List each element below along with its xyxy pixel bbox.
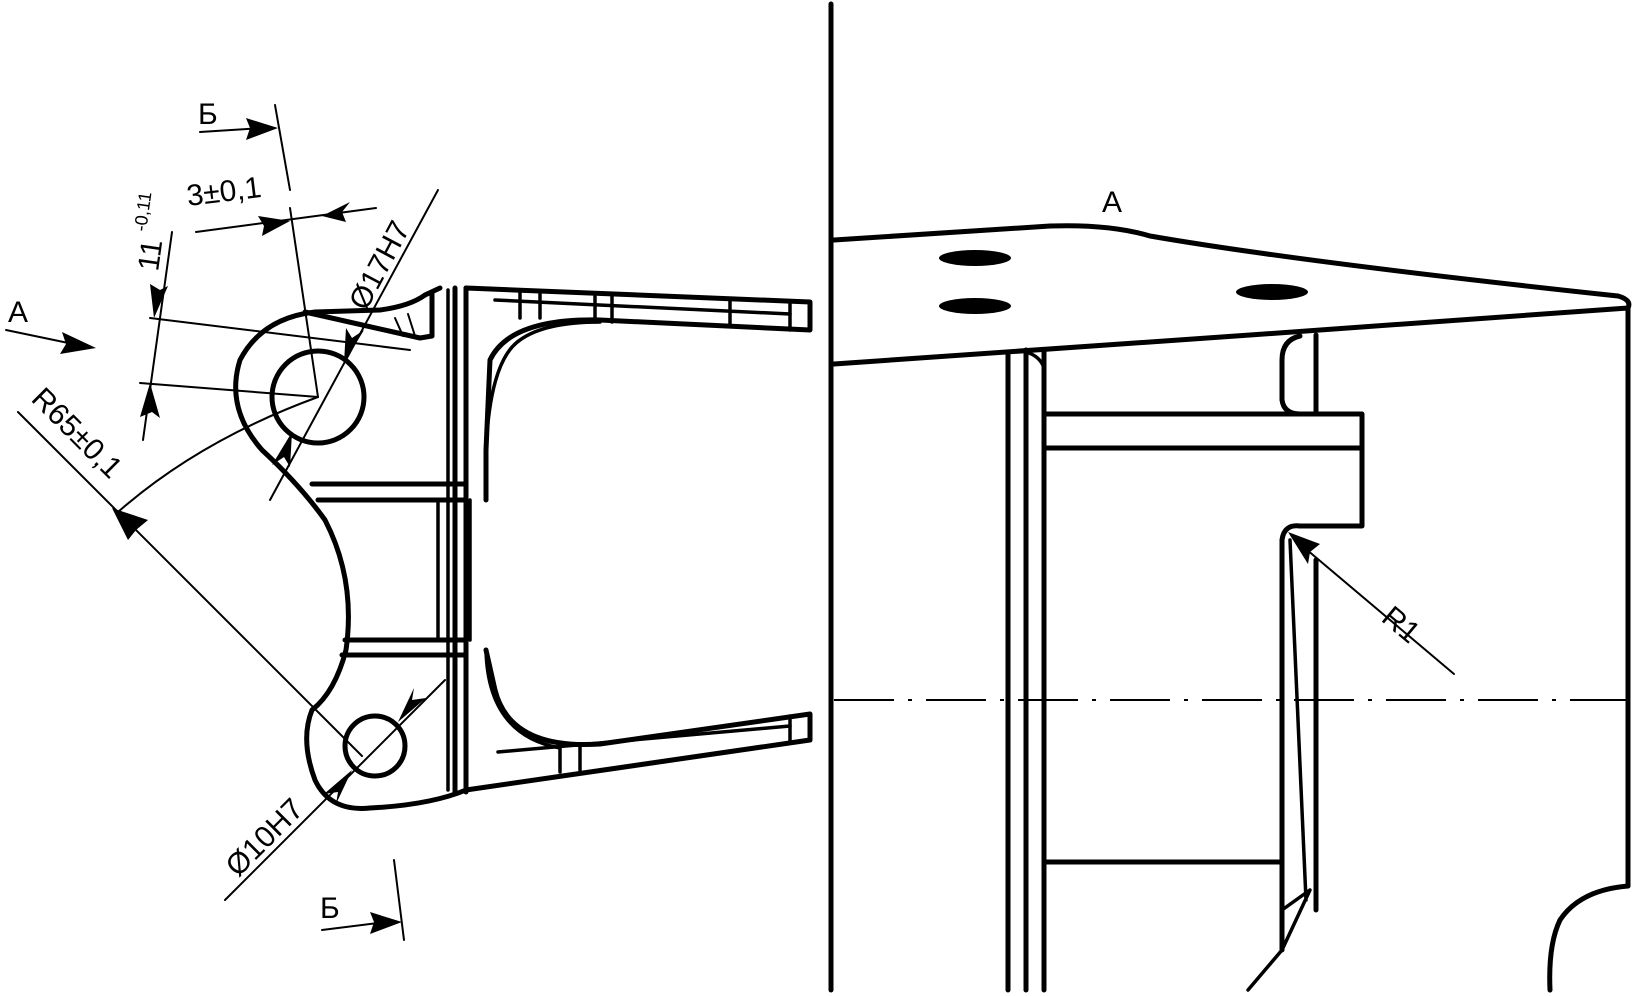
section-arrow-bottom [370,912,402,934]
cross-rib-upper [309,481,469,503]
small-hole-dimension: Ø10H7 [220,792,311,883]
height-dim-ext-2 [139,382,319,398]
fillet-dimension: R1 [1376,600,1427,650]
section-arrow-top [246,118,278,140]
bracket-outline [233,285,469,811]
height-dim-ext-1 [149,317,411,351]
height-arrow-1 [150,284,168,318]
right-web-taper [1246,538,1312,992]
offset-arrow-1 [258,216,290,236]
upper-arm-slots [518,288,792,332]
vertical-plate [452,285,469,795]
small-hole [342,713,408,779]
large-hole [269,348,367,446]
plate-hole-1 [939,250,1011,266]
lower-arm-curve [484,648,562,750]
top-plate [831,223,1632,367]
offset-ext [289,207,319,398]
lower-arm-inner [496,724,792,754]
lower-arm [463,647,813,793]
right-web-upper [1279,332,1319,417]
large-hole-arrow [344,328,364,363]
right-web-lower [1279,537,1319,953]
large-hole-dimension: Ø17H7 [343,216,417,315]
upper-arm-curve [484,320,602,452]
view-arrow [60,332,96,354]
plate-hole-3 [1236,284,1308,300]
section-marker-bottom: Б [320,892,340,925]
left-view: Б Б А 3±0,1 11 -0,11 R65±0,1 Ø17H7 Ø10H7 [5,98,813,941]
small-hole-arrow [398,688,426,722]
offset-dimension: 3±0,1 [185,171,263,213]
section-line-top [274,104,291,191]
cross-rib-lower [339,637,469,658]
large-hole-arrow-2 [272,432,292,467]
offset-arrow-2 [322,202,350,222]
offset-dim-line [195,207,377,233]
small-hole-arrow-2 [324,770,352,804]
bracket-wedge-hatch [394,313,416,337]
section-marker-top: Б [198,98,218,131]
upper-arm [463,285,813,503]
fillet-leader [1299,543,1455,675]
radius-arc [117,396,319,513]
upper-arm-inner [493,298,792,316]
boss [1041,411,1365,543]
cutout [1547,883,1631,993]
left-web [1005,347,1047,993]
left-web-fillet [1024,350,1046,370]
height-dimension-base: 11 [132,238,169,273]
radius-dim-line [17,411,363,757]
plate-hole-2 [939,298,1011,314]
view-title: А [1102,186,1122,219]
height-dimension-tolerance: -0,11 [130,190,155,232]
fillet-arrow [1288,532,1320,564]
height-arrow-2 [140,383,160,418]
radius-arrow [112,508,148,540]
bracket-wedge [302,291,435,341]
view-marker: А [8,296,28,329]
cross-rib-lines [436,498,472,642]
right-view: А R1 [831,186,1632,993]
section-line-bottom [393,859,405,941]
lower-arm-slots [558,714,792,774]
